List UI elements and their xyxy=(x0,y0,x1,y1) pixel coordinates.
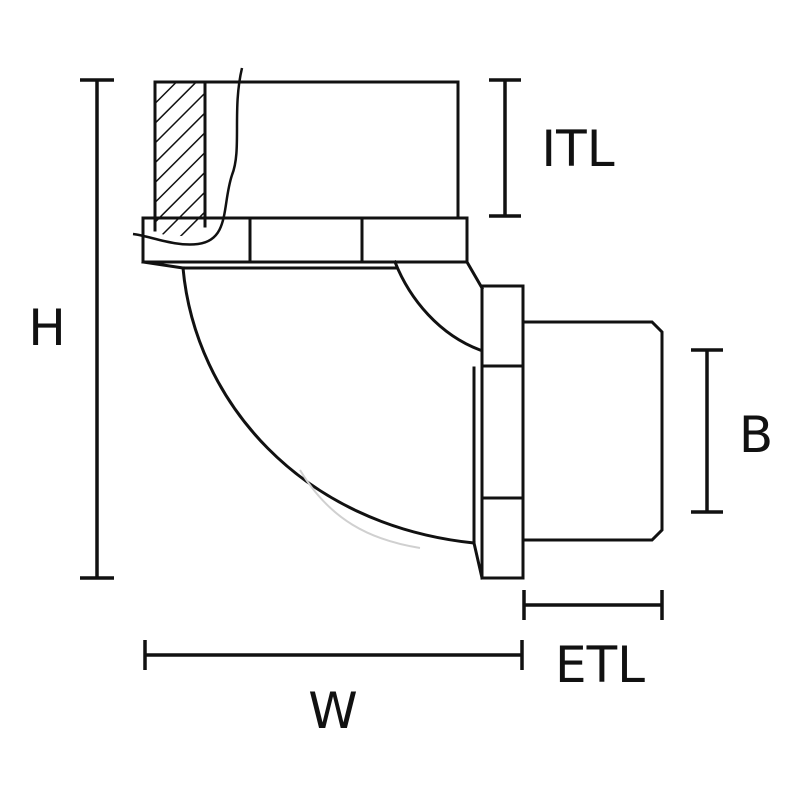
break-line xyxy=(132,67,244,246)
top-thread-section xyxy=(132,67,460,246)
shoulder-edge xyxy=(464,259,485,291)
hatched-cutaway xyxy=(155,82,205,237)
inner-bend-curve xyxy=(393,260,482,352)
side-hex-nut xyxy=(472,284,525,580)
dimension-w xyxy=(143,640,524,670)
elbow-body xyxy=(181,259,485,549)
label-etl: ETL xyxy=(555,636,645,694)
label-h: H xyxy=(28,299,66,357)
side-thread-outline xyxy=(521,320,664,542)
label-b: B xyxy=(739,406,773,464)
label-itl: ITL xyxy=(541,120,614,178)
side-external-thread xyxy=(521,320,664,542)
label-w: W xyxy=(308,682,357,740)
side-nut-outline xyxy=(480,284,525,580)
outer-bend-curve xyxy=(181,266,476,545)
dimension-b xyxy=(691,348,723,514)
top-body-outline xyxy=(153,80,460,220)
faint-guide-curve xyxy=(299,469,421,549)
dimension-itl xyxy=(489,78,521,218)
side-nut-chamfer xyxy=(472,541,484,580)
dimension-h xyxy=(80,78,114,580)
dimension-etl xyxy=(522,590,664,620)
